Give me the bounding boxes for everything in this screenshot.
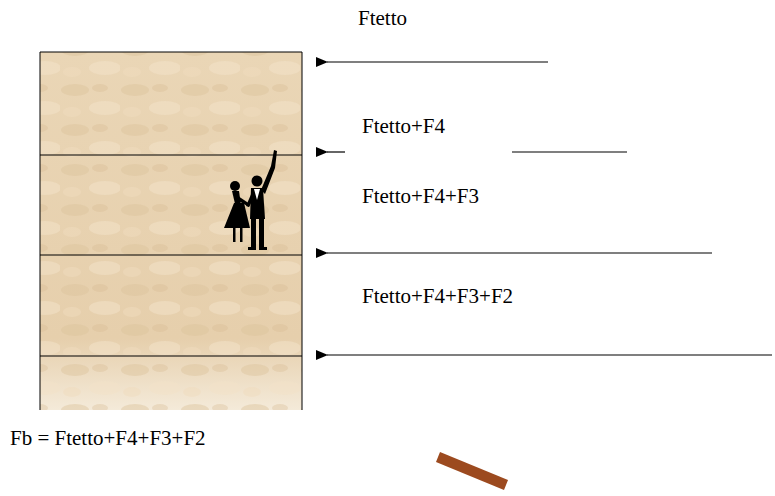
base-force-label: Fb = Ftetto+F4+F3+F2 [10,426,206,451]
force-arrow [327,252,712,253]
floor-force-label: Ftetto+F4+F3 [362,184,479,209]
floor-line [40,255,302,256]
base-bar [436,452,508,490]
shirt-front [254,189,260,200]
force-arrow [327,354,772,355]
force-arrow [327,151,345,152]
building-outline [40,52,302,410]
force-arrow-tail [512,151,627,152]
roof-force-label: Ftetto [358,6,407,31]
dancing-couple [224,150,277,250]
floor-line [40,356,302,357]
force-arrow [327,61,548,62]
stone-texture [40,52,302,410]
floor-force-label: Ftetto+F4+F3+F2 [362,284,513,309]
floor-line [40,155,302,156]
floor-force-label: Ftetto+F4 [362,114,445,139]
building-wall [40,52,302,410]
